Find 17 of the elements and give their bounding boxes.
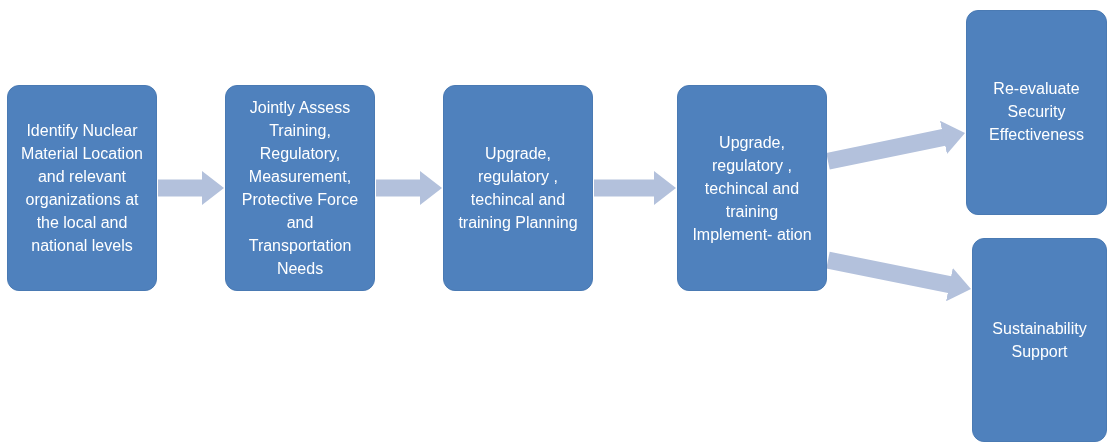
step-text: Identify Nuclear Material Location and relevant organizations at the local and national levels <box>20 121 144 256</box>
process-box <box>443 85 593 291</box>
step-text: Jointly Assess Training, Regulatory, Measurement, Protective Force and Transportation Needs <box>240 98 360 279</box>
process-box <box>7 85 157 291</box>
block-arrow <box>594 171 676 205</box>
process-box <box>225 85 375 291</box>
step-text: Upgrade, regulatory , techincal and training Implement- ation <box>691 132 813 245</box>
step-text: Upgrade, regulatory , techincal and training Planning <box>457 144 579 233</box>
step-text: Sustainability Support <box>991 319 1088 362</box>
block-arrow <box>826 251 971 302</box>
block-arrow <box>376 171 442 205</box>
process-box <box>966 10 1107 215</box>
process-box <box>677 85 827 291</box>
block-arrow <box>158 171 224 205</box>
block-arrow <box>826 120 965 170</box>
process-box <box>972 238 1107 442</box>
step-text: Re-evaluate Security Effectiveness <box>988 79 1085 145</box>
